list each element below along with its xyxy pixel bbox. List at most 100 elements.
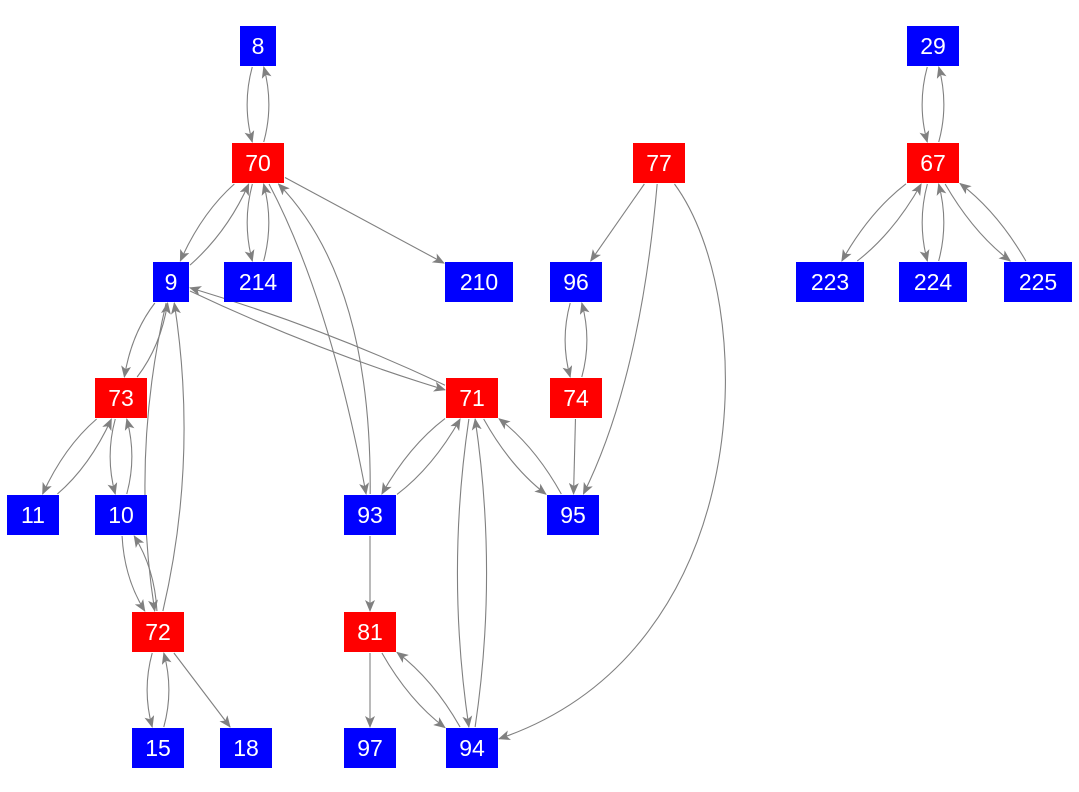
edge-94-to-81 (396, 651, 461, 728)
node-29[interactable]: 29 (907, 26, 959, 66)
edge-93-to-70 (277, 183, 371, 495)
node-11[interactable]: 11 (7, 495, 59, 535)
edge-74-to-95 (568, 418, 579, 495)
edge-72-to-15 (144, 652, 155, 728)
edge-67-to-29 (936, 66, 947, 143)
edge-71-to-95 (483, 418, 547, 495)
edge-67-to-224 (919, 183, 930, 262)
node-box[interactable] (445, 262, 513, 302)
node-box[interactable] (550, 262, 602, 302)
node-box[interactable] (1004, 262, 1072, 302)
node-box[interactable] (95, 495, 147, 535)
edge-73-to-9 (136, 302, 171, 378)
node-73[interactable]: 73 (95, 378, 147, 418)
edge-11-to-73 (57, 418, 112, 495)
node-label: 73 (108, 385, 134, 411)
edge-9-to-71 (189, 290, 446, 392)
edge-224-to-67 (936, 183, 947, 262)
node-223[interactable]: 223 (796, 262, 864, 302)
node-box[interactable] (899, 262, 967, 302)
node-box[interactable] (232, 143, 284, 183)
node-95[interactable]: 95 (547, 495, 599, 535)
edge-8-to-70 (244, 66, 255, 143)
node-210[interactable]: 210 (445, 262, 513, 302)
node-box[interactable] (796, 262, 864, 302)
node-box[interactable] (550, 378, 602, 418)
edge-67-to-225 (944, 183, 1012, 262)
node-label: 223 (811, 269, 849, 295)
node-box[interactable] (446, 378, 498, 418)
node-label: 70 (245, 150, 271, 176)
node-box[interactable] (7, 495, 59, 535)
node-97[interactable]: 97 (344, 728, 396, 768)
node-box[interactable] (446, 728, 498, 768)
node-label: 71 (459, 385, 485, 411)
node-box[interactable] (224, 262, 292, 302)
node-label: 15 (145, 735, 171, 761)
node-224[interactable]: 224 (899, 262, 967, 302)
node-box[interactable] (344, 612, 396, 652)
node-67[interactable]: 67 (907, 143, 959, 183)
edge-70-to-210 (284, 177, 445, 264)
edge-70-to-9 (179, 183, 235, 262)
node-72[interactable]: 72 (132, 612, 184, 652)
edge-96-to-74 (562, 302, 573, 378)
edge-81-to-94 (381, 652, 446, 729)
node-214[interactable]: 214 (224, 262, 292, 302)
node-box[interactable] (907, 26, 959, 66)
node-box[interactable] (220, 728, 272, 768)
node-label: 224 (914, 269, 953, 295)
node-10[interactable]: 10 (95, 495, 147, 535)
node-225[interactable]: 225 (1004, 262, 1072, 302)
node-label: 29 (920, 33, 946, 59)
edge-72-to-18 (173, 652, 231, 728)
edge-74-to-96 (579, 302, 590, 378)
node-71[interactable]: 71 (446, 378, 498, 418)
node-96[interactable]: 96 (550, 262, 602, 302)
node-box[interactable] (132, 612, 184, 652)
node-77[interactable]: 77 (633, 143, 685, 183)
node-label: 94 (459, 735, 485, 761)
node-label: 9 (165, 269, 178, 295)
node-box[interactable] (547, 495, 599, 535)
edge-71-to-93 (381, 418, 446, 495)
node-label: 210 (460, 269, 498, 295)
node-box[interactable] (344, 495, 396, 535)
node-label: 81 (357, 619, 383, 645)
node-94[interactable]: 94 (446, 728, 498, 768)
node-label: 18 (233, 735, 259, 761)
edge-70-to-8 (261, 66, 272, 143)
edge-9-to-73 (121, 302, 156, 378)
node-74[interactable]: 74 (550, 378, 602, 418)
node-box[interactable] (344, 728, 396, 768)
edge-95-to-71 (498, 418, 562, 495)
edge-72-to-9 (162, 302, 185, 612)
node-box[interactable] (153, 262, 189, 302)
node-box[interactable] (132, 728, 184, 768)
nodes-layer: 8 70 9 214 210 77 96 74 29 67 223 224 225 73 71 11 10 93 9… (7, 26, 1072, 768)
node-box[interactable] (95, 378, 147, 418)
node-93[interactable]: 93 (344, 495, 396, 535)
node-label: 11 (21, 502, 45, 528)
node-box[interactable] (907, 143, 959, 183)
edge-10-to-73 (124, 418, 135, 495)
edge-225-to-67 (959, 182, 1027, 262)
edge-70-to-93 (268, 183, 369, 495)
node-label: 10 (108, 502, 134, 528)
node-70[interactable]: 70 (232, 143, 284, 183)
node-box[interactable] (240, 26, 276, 66)
node-label: 95 (560, 502, 586, 528)
node-9[interactable]: 9 (153, 262, 189, 302)
node-8[interactable]: 8 (240, 26, 276, 66)
node-15[interactable]: 15 (132, 728, 184, 768)
node-label: 93 (357, 502, 383, 528)
node-label: 72 (145, 619, 171, 645)
node-box[interactable] (633, 143, 685, 183)
node-label: 8 (252, 33, 265, 59)
node-18[interactable]: 18 (220, 728, 272, 768)
edge-94-to-71 (471, 418, 488, 728)
node-81[interactable]: 81 (344, 612, 396, 652)
edge-29-to-67 (919, 66, 930, 143)
